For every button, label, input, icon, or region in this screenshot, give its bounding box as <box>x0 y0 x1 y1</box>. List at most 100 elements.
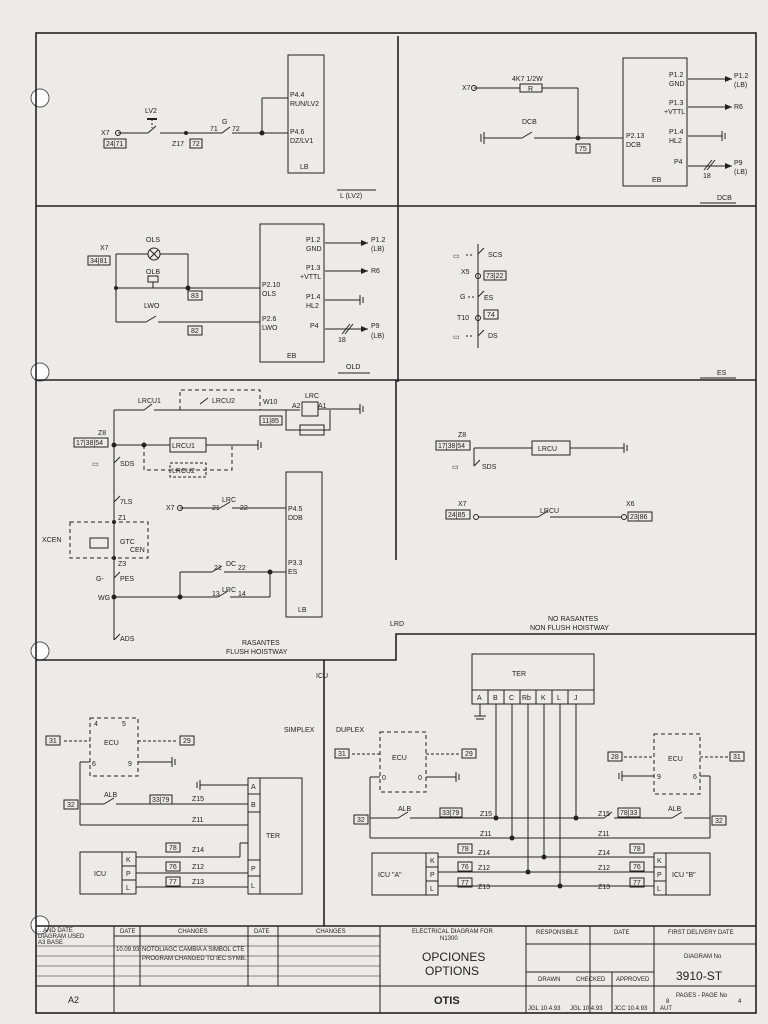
lrd-sds-symbol: ▭ <box>92 461 99 468</box>
ter-pin-a: A <box>477 695 482 702</box>
lrd-r-z8: Z8 <box>458 432 466 439</box>
dcb-eb-p213: P2.13 <box>626 133 644 140</box>
icu-d-ref3379: 33|79 <box>442 810 459 817</box>
es-g-label: G <box>460 294 465 301</box>
icu-d-r-ref76: 76 <box>633 864 641 871</box>
es-x5-label: X5 <box>461 269 470 276</box>
icu-d-z13: Z13 <box>478 884 490 891</box>
ter-pin-c: C <box>509 695 514 702</box>
icu-d-pb: P <box>657 872 662 879</box>
old-x7-label: X7 <box>100 245 109 252</box>
rev-note-2: DIAGRAM USED <box>38 934 85 940</box>
lrd-w13: 13 <box>212 591 220 598</box>
old-eb-gnd: GND <box>306 246 322 253</box>
aut-label: AUT <box>660 1006 672 1012</box>
icu-s-p: P <box>126 871 131 878</box>
icu-s-ref31: 31 <box>49 738 57 745</box>
icu-d-alb: ALB <box>398 806 412 813</box>
icu-d-n0: 0 <box>382 775 386 782</box>
lrd-r-lrcu-coil: LRCU <box>538 446 557 453</box>
lv2-labels: LV2 X7 24|71 Z17 72 G 71 72 P4.4 RUN/LV2… <box>101 92 362 200</box>
dcb-out-p9: P9 <box>734 160 743 167</box>
icu-d-r-ref28: 28 <box>611 754 619 761</box>
lrd-flush-en: FLUSH HOISTWAY <box>226 649 288 656</box>
icu-s-z11: Z11 <box>192 817 204 824</box>
dcb-labels: X7 4K7 1/2W R DCB 75 P2.13 DCB P1.2 GND … <box>462 72 749 202</box>
ter-pin-rb: Rb <box>522 695 531 702</box>
icu-s-n5: 5 <box>122 721 126 728</box>
old-eb-ols: OLS <box>262 291 276 298</box>
old-eb-p4: P4 <box>310 323 319 330</box>
lv2-g-label: G <box>222 119 227 126</box>
old-wire-18: 18 <box>338 337 346 344</box>
edf-title-2: N1300 <box>440 936 458 942</box>
checked-value: JGL 10.4.93 <box>570 1006 603 1012</box>
dcb-out-r6: R6 <box>734 104 743 111</box>
es-ds-symbol: ▭ <box>453 334 460 341</box>
lrd-wg: WG <box>98 595 110 602</box>
icu-d-z14: Z14 <box>478 850 490 857</box>
lrd-lrc-coil: LRC <box>305 393 319 400</box>
lrd-w22b: 22 <box>238 565 246 572</box>
lrd-lrc-contact2: LRC <box>222 587 236 594</box>
icu-s-z14: Z14 <box>192 847 204 854</box>
icu-duplex-nodes <box>493 815 579 889</box>
edf-title-1: ELECTRICAL DIAGRAM FOR <box>412 929 493 935</box>
icu-d-ecu: ECU <box>392 755 407 762</box>
old-out-r6: R6 <box>371 268 380 275</box>
icu-d-r-ecu: ECU <box>668 756 683 763</box>
lv2-w72: 72 <box>232 126 240 133</box>
icu-d-r-ref31: 31 <box>733 754 741 761</box>
lv2-z17-ref: 72 <box>192 141 200 148</box>
lrd-dc: DC <box>226 561 236 568</box>
drawn-label: DRAWN <box>538 977 560 983</box>
lv2-x7-ref: 24|71 <box>106 141 123 148</box>
lrd-lrcu2-coil: LRCU2 <box>172 468 195 475</box>
lrd-7ls: 7LS <box>120 499 133 506</box>
old-eb-p14: P1.4 <box>306 294 321 301</box>
icu-d-ref29: 29 <box>465 751 473 758</box>
lb-p46: P4.6 <box>290 129 305 136</box>
ter-pin-j: J <box>574 695 578 702</box>
dcb-eb-p4: P4 <box>674 159 683 166</box>
icu-s-ref3379: 33|79 <box>152 797 169 804</box>
dcb-eb-p13: P1.3 <box>669 100 684 107</box>
dcb-switch-label: DCB <box>522 119 537 126</box>
dcb-resistor-label: R <box>528 86 533 93</box>
dcb-eb-gnd: GND <box>669 81 685 88</box>
old-labels: X7 34|81 OLS OLB LWO 83 82 P2.10 OLS P2.… <box>87 237 386 371</box>
lrd-ads: ADS <box>120 636 135 643</box>
lb-box-label: LB <box>300 164 309 171</box>
old-out-p12: P1.2 <box>371 237 386 244</box>
icu-d-r-ref78: 78 <box>633 846 641 853</box>
icu-s-ref32: 32 <box>67 802 75 809</box>
old-eb-label: EB <box>287 353 297 360</box>
col-changes-2: CHANGES <box>316 929 346 935</box>
section-lrd-nonflush <box>473 440 628 518</box>
lrd-r-sds-symbol: ▭ <box>452 464 459 471</box>
icu-d-n0b: 0 <box>418 775 422 782</box>
old-olb-label: OLB <box>146 269 160 276</box>
old-nodes <box>114 285 191 291</box>
checked-label: CHECKED <box>576 977 606 983</box>
lb-p44-name: RUN/LV2 <box>290 101 319 108</box>
dcb-x7-label: X7 <box>462 85 471 92</box>
lrd-z3: Z3 <box>118 561 126 568</box>
icu-d-z15: Z15 <box>480 811 492 818</box>
lv2-x7-label: X7 <box>101 130 110 137</box>
old-eb-hl2: HL2 <box>306 303 319 310</box>
dcb-eb-p12: P1.2 <box>669 72 684 79</box>
icu-s-ref29: 29 <box>183 738 191 745</box>
es-scs-label: SCS <box>488 252 503 259</box>
icu-d-ref32: 32 <box>357 817 365 824</box>
icu-d-r-n6: 6 <box>693 774 697 781</box>
rev-note-1: ...AND DATE <box>38 928 73 934</box>
lrd-xcen: XCEN <box>42 537 61 544</box>
section-lrd-flush <box>69 389 364 641</box>
section-old <box>115 223 370 374</box>
drawn-value: JGL 10.4.93 <box>528 1006 561 1012</box>
icu-d-ref77: 77 <box>461 880 469 887</box>
lrd-lrcu2-contact: LRCU2 <box>212 398 235 405</box>
lrd-w21: 21 <box>212 505 220 512</box>
lv2-contact-label: LV2 <box>145 108 157 115</box>
